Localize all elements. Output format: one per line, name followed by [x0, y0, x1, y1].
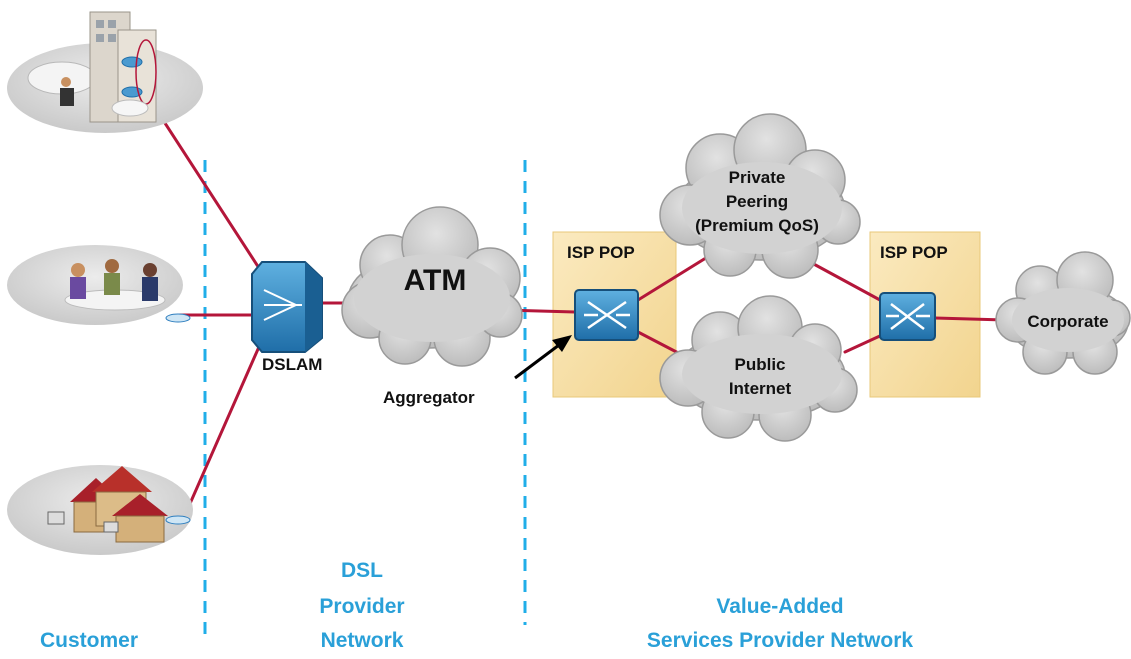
dslam-icon	[251, 261, 323, 353]
residential-homes-icon	[7, 465, 193, 555]
link-office-dslam	[148, 98, 272, 287]
private-peering-line-1: Private	[729, 168, 786, 187]
public-internet-line-1: Public	[734, 355, 785, 374]
isp-pop-right-label: ISP POP	[880, 243, 948, 262]
aggregator-arrowhead	[552, 335, 572, 352]
zone-value-added-line-1: Value-Added	[716, 595, 843, 618]
link-router2-corporate	[933, 316, 1007, 322]
public-internet-line-2: Internet	[729, 379, 792, 398]
office-site-icon	[7, 11, 203, 133]
link-homes-dslam	[183, 338, 264, 517]
isp-pop-left-box	[552, 231, 677, 398]
zone-dsl-line-3: Network	[321, 629, 404, 652]
dslam-label: DSLAM	[262, 355, 322, 374]
zone-value-added-line-2: Services Provider Network	[647, 629, 913, 652]
isp-pop-left-label: ISP POP	[567, 243, 635, 262]
zone-dsl-line-1: DSL	[341, 559, 383, 582]
atm-label: ATM	[404, 264, 467, 297]
private-peering-line-3: (Premium QoS)	[695, 216, 819, 235]
corporate-label: Corporate	[1027, 312, 1108, 331]
zone-customer-label: Customer	[40, 629, 138, 652]
router-right-icon	[879, 292, 936, 341]
aggregator-label: Aggregator	[383, 388, 475, 407]
zone-dsl-line-2: Provider	[319, 595, 404, 618]
router-left-icon	[574, 289, 639, 341]
link-public-router2	[843, 333, 884, 354]
aggregator-arrow	[514, 340, 564, 380]
small-office-icon	[7, 245, 191, 325]
private-peering-line-2: Peering	[726, 192, 788, 211]
link-private-router2	[808, 260, 882, 302]
